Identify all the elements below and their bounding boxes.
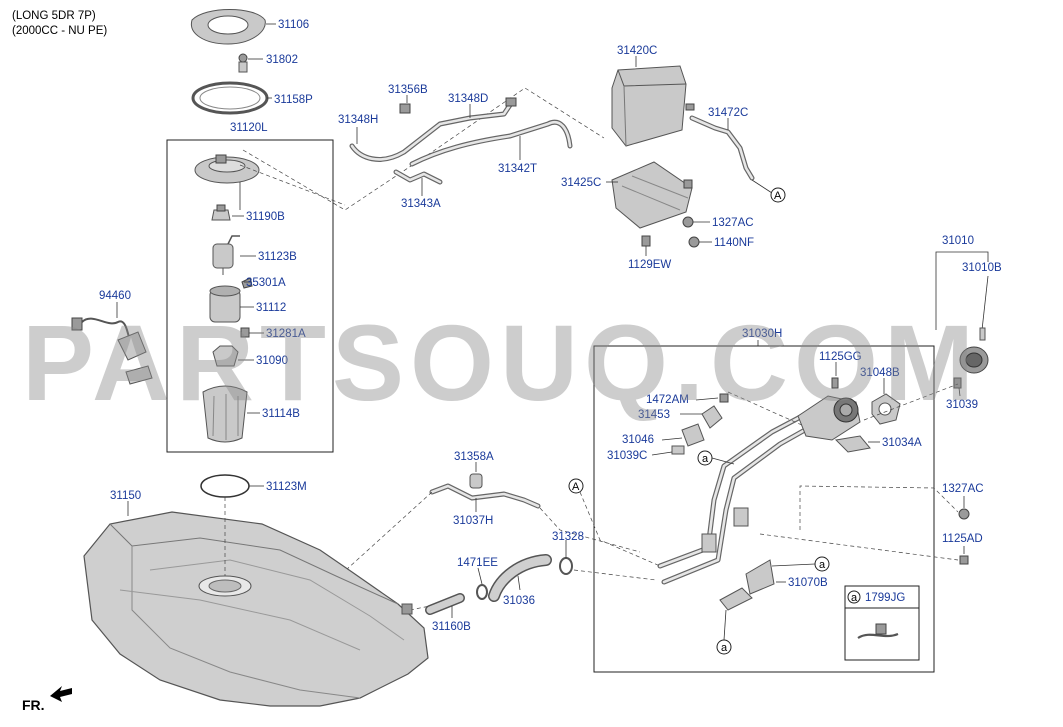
filler-neck-head-part <box>797 395 861 441</box>
clip-inset-frame <box>844 585 920 661</box>
fuel-tank-part <box>83 497 429 707</box>
nut-right-part <box>958 508 970 520</box>
filler-seal-part <box>834 435 871 453</box>
hose-clip-part <box>857 623 899 639</box>
callout-a-2-text: a <box>819 559 826 571</box>
part-label-31281A[interactable]: 31281A <box>266 328 306 340</box>
canister-bracket-part <box>611 161 693 229</box>
part-label-31030H[interactable]: 31030H <box>742 328 782 340</box>
part-label-31046[interactable]: 31046 <box>622 434 654 446</box>
gasket-part <box>191 81 269 115</box>
reservoir-cup-part <box>209 285 241 323</box>
part-label-31160B[interactable]: 31160B <box>432 621 471 633</box>
front-direction-label: FR. <box>22 697 45 713</box>
part-label-31342T[interactable]: 31342T <box>498 163 537 175</box>
regulator-clip-part <box>240 327 250 338</box>
part-label-31150[interactable]: 31150 <box>110 490 141 502</box>
small-cap-part <box>238 53 248 73</box>
part-label-31356B[interactable]: 31356B <box>388 84 428 96</box>
pump-flange-part <box>194 154 260 210</box>
part-label-31036[interactable]: 31036 <box>503 595 535 607</box>
part-label-31106[interactable]: 31106 <box>278 19 309 31</box>
wiring-harness-part <box>71 317 153 385</box>
part-label-1471EE[interactable]: 1471EE <box>457 557 498 569</box>
part-label-31048B[interactable]: 31048B <box>860 367 900 379</box>
part-label-31090[interactable]: 31090 <box>256 355 288 367</box>
callout-A-canister <box>770 187 786 203</box>
nut-part <box>641 216 700 248</box>
part-label-1327AC-right[interactable]: 1327AC <box>942 483 984 495</box>
part-label-1472AM[interactable]: 1472AM <box>646 394 689 406</box>
part-label-31420C[interactable]: 31420C <box>617 45 657 57</box>
part-label-31358A[interactable]: 31358A <box>454 451 494 463</box>
part-label-31010[interactable]: 31010 <box>942 235 974 247</box>
pressure-regulator-part <box>212 345 239 367</box>
callout-a-inset-text: a <box>851 592 858 604</box>
part-label-1125GG[interactable]: 1125GG <box>819 351 862 363</box>
callout-A-canister-text: A <box>774 190 782 202</box>
part-label-35301A[interactable]: 35301A <box>246 277 286 289</box>
part-label-31123M[interactable]: 31123M <box>266 481 307 493</box>
part-label-31348D[interactable]: 31348D <box>448 93 488 105</box>
part-label-31039C[interactable]: 31039C <box>607 450 647 462</box>
part-label-31158P[interactable]: 31158P <box>274 94 313 106</box>
part-label-1129EW[interactable]: 1129EW <box>628 259 671 271</box>
screw-part <box>831 377 839 389</box>
part-label-31453[interactable]: 31453 <box>638 409 670 421</box>
callout-a-1-text: a <box>702 453 709 465</box>
part-label-94460[interactable]: 94460 <box>99 290 131 302</box>
fuel-door-part <box>959 327 989 374</box>
part-label-31034A[interactable]: 31034A <box>882 437 922 449</box>
part-label-1125AD[interactable]: 1125AD <box>942 533 983 545</box>
part-label-31425C[interactable]: 31425C <box>561 177 601 189</box>
neck-bracket-part <box>719 559 775 611</box>
pump-assembly-frame <box>166 139 334 453</box>
vent-valve-part <box>671 393 729 455</box>
clamp-1471EE-part <box>476 584 488 600</box>
filler-neck-frame <box>593 345 935 673</box>
part-label-31114B[interactable]: 31114B <box>262 408 300 420</box>
hose-clamp-part <box>469 473 483 489</box>
filler-gasket-part <box>871 393 901 425</box>
part-label-31037H[interactable]: 31037H <box>453 515 493 527</box>
screw-right-part <box>959 555 969 565</box>
part-label-31039-right[interactable]: 31039 <box>946 399 978 411</box>
part-label-31472C[interactable]: 31472C <box>708 107 748 119</box>
part-label-1799JG[interactable]: 1799JG <box>865 592 905 604</box>
part-label-31343A[interactable]: 31343A <box>401 198 441 210</box>
part-label-31123B[interactable]: 31123B <box>258 251 297 263</box>
model-spec-line2: (2000CC - NU PE) <box>12 25 107 37</box>
part-label-31328[interactable]: 31328 <box>552 531 584 543</box>
vapor-clip-part <box>399 97 517 114</box>
callout-A-hose-text: A <box>572 481 580 493</box>
bolt-part <box>953 377 962 389</box>
part-label-31802[interactable]: 31802 <box>266 54 298 66</box>
part-label-31120L[interactable]: 31120L <box>230 122 268 134</box>
filler-hose-clamp-part <box>559 557 573 575</box>
canister-part <box>611 65 695 147</box>
tank-gasket-part <box>200 474 250 498</box>
pump-housing-part <box>202 385 248 443</box>
sender-clip-part <box>241 277 253 289</box>
part-label-31112[interactable]: 31112 <box>256 302 286 314</box>
callout-A-hose <box>568 478 584 494</box>
part-label-31010B[interactable]: 31010B <box>962 262 1002 274</box>
part-label-31190B[interactable]: 31190B <box>246 211 285 223</box>
part-label-1327AC-top[interactable]: 1327AC <box>712 217 754 229</box>
fuel-pump-motor-part <box>212 235 240 275</box>
model-spec-line1: (LONG 5DR 7P) <box>12 10 96 22</box>
part-label-31348H[interactable]: 31348H <box>338 114 378 126</box>
lock-ring-part <box>190 9 266 45</box>
callout-a-3-text: a <box>721 642 728 654</box>
part-label-31070B[interactable]: 31070B <box>788 577 828 589</box>
callout-a-inset <box>847 590 861 604</box>
pump-filter-part <box>211 204 231 221</box>
watermark-text: PARTSOUQ.COM <box>22 302 980 423</box>
part-label-1140NF[interactable]: 1140NF <box>714 237 754 249</box>
front-arrow-icon <box>50 686 72 702</box>
bracket-part <box>701 507 749 553</box>
